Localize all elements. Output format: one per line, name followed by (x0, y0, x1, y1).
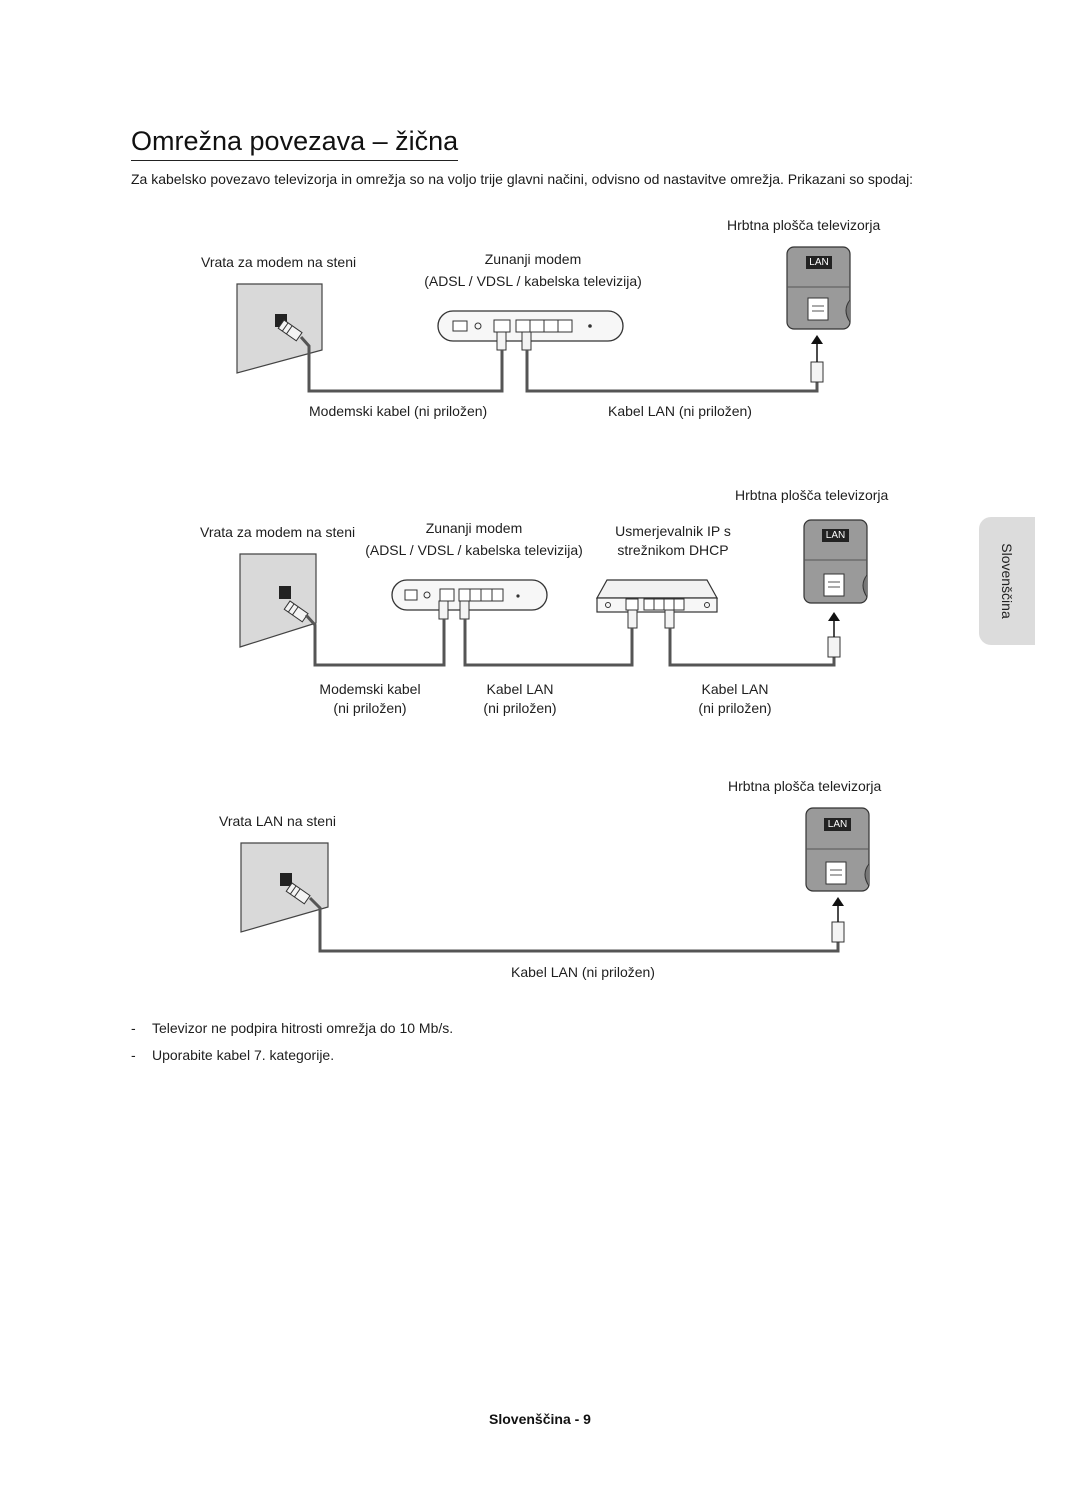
note-item: -Uporabite kabel 7. kategorije. (131, 1047, 335, 1063)
tv-lan-panel (803, 519, 868, 604)
router-body (595, 579, 719, 599)
tv-lan-panel (805, 807, 870, 892)
wall-socket (280, 873, 292, 886)
tv-back-label: Hrbtna plošča televizorja (735, 487, 889, 503)
note-item: -Televizor ne podpira hitrosti omrežja d… (131, 1020, 454, 1036)
intro-text: Za kabelsko povezavo televizorja in omre… (131, 171, 914, 187)
lan-cable-1-label: Kabel LAN (486, 681, 554, 697)
lan-port-label: LAN (809, 257, 829, 268)
modem-plug (283, 600, 309, 623)
lan-cable-1-note: (ni priložen) (483, 700, 557, 716)
modem-cable (299, 336, 504, 393)
diagram-3 (240, 807, 870, 953)
lan-port-label: LAN (827, 819, 848, 830)
wall-plate (239, 553, 317, 648)
modem-cable-note: (ni priložen) (333, 700, 407, 716)
modem-type-label: (ADSL / VDSL / kabelska televizija) (365, 542, 583, 558)
wall-socket (279, 586, 291, 599)
lan-cable-label: Kabel LAN (ni priložen) (511, 964, 655, 980)
lan-cable-1 (463, 619, 634, 667)
page-footer: Slovenščina - 9 (489, 1411, 591, 1427)
diagram-2 (239, 519, 868, 667)
lan-cable-2-label: Kabel LAN (701, 681, 769, 697)
lan-cable (525, 350, 819, 393)
diagram-1 (236, 246, 851, 393)
wall-port-label: Vrata LAN na steni (219, 813, 336, 829)
tv-back-label: Hrbtna plošča televizorja (727, 217, 881, 233)
tv-lan-panel (786, 246, 851, 330)
page-title: Omrežna povezava – žična (131, 124, 459, 161)
modem-label: Zunanji modem (425, 520, 523, 536)
lan-plug (285, 882, 311, 905)
wall-port-label: Vrata za modem na steni (201, 254, 357, 270)
router-label: Usmerjevalnik IP s (615, 523, 731, 539)
language-side-tab: Slovenščina (979, 517, 1035, 645)
modem-type-label: (ADSL / VDSL / kabelska televizija) (424, 273, 642, 289)
lan-cable-2 (668, 628, 836, 667)
modem-label: Zunanji modem (484, 251, 582, 267)
modem-cable-label: Modemski kabel (ni priložen) (309, 403, 488, 419)
wall-plate (240, 842, 329, 933)
router-type-label: strežnikom DHCP (617, 542, 729, 558)
lan-cable-2-note: (ni priložen) (698, 700, 772, 716)
lan-port-label: LAN (825, 530, 846, 541)
lan-cable-label: Kabel LAN (ni priložen) (608, 403, 752, 419)
modem-plug (277, 319, 303, 342)
modem-cable (304, 613, 446, 667)
lan-cable (308, 896, 840, 953)
tv-back-label: Hrbtna plošča televizorja (728, 778, 882, 794)
modem-cable-label: Modemski kabel (319, 681, 421, 697)
wall-port-label: Vrata za modem na steni (200, 524, 356, 540)
